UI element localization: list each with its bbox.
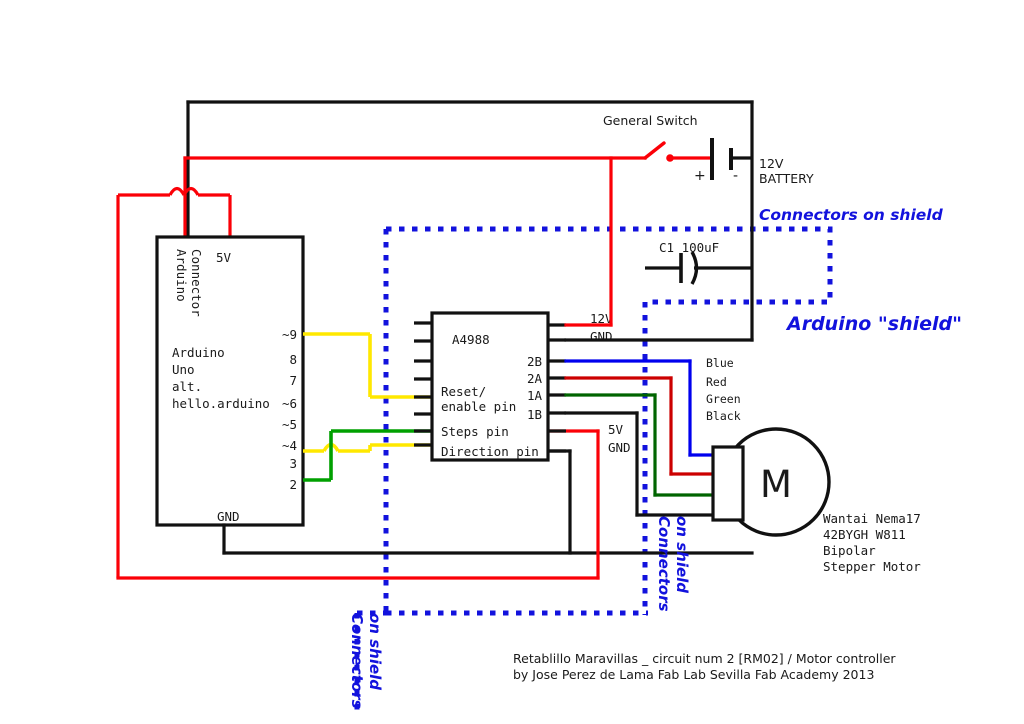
- a4988-pin-1a: 1A: [527, 388, 543, 403]
- arduino-pin-0: ~9: [282, 327, 297, 342]
- motor-description-line3: Stepper Motor: [823, 559, 921, 574]
- arduino-pin-4: ~5: [282, 417, 297, 432]
- arduino-connector-box: [155, 235, 305, 527]
- battery-negative-sign: -: [733, 168, 738, 184]
- arduino-connector-label-line2: Connector: [189, 249, 204, 317]
- arduino-pin-7: 2: [289, 477, 297, 492]
- arduino-board-name-0: Arduino: [172, 345, 225, 360]
- a4988-direction-label: Direction pin: [441, 444, 539, 459]
- general-switch-symbol[interactable]: [643, 141, 674, 162]
- a4988-right-pin-stubs: [548, 323, 566, 453]
- power-positive-wire-red: [183, 156, 714, 197]
- a4988-supply-gnd-label: GND: [590, 329, 613, 344]
- arduino-shield-title: Arduino "shield": [785, 313, 962, 335]
- motor-wire-black: [564, 411, 715, 517]
- a4988-logic-gnd-label: GND: [608, 440, 631, 455]
- motor-symbol-letter: M: [760, 463, 792, 506]
- arduino-board-name-2: alt.: [172, 379, 202, 394]
- battery-symbol: [710, 138, 752, 180]
- arduino-5v-label: 5V: [216, 250, 232, 265]
- driver-12v-feed-red: [564, 156, 613, 327]
- yellow-signal-wires: [303, 332, 432, 453]
- arduino-connector-label-line1: Arduino: [174, 249, 189, 302]
- motor-description-line0: Wantai Nema17: [823, 511, 921, 526]
- caption-line-1: Retablillo Maravillas _ circuit num 2 [R…: [513, 651, 896, 666]
- green-signal-wire: [303, 429, 432, 482]
- motor-description-line2: Bipolar: [823, 543, 876, 558]
- connectors-on-shield-left-line1: Connectors: [348, 613, 366, 709]
- arduino-pin-6: 3: [289, 456, 297, 471]
- power-ground-wire-black: [186, 100, 754, 342]
- shield-boundary-dotted: [354, 226, 833, 712]
- capacitor-c1-symbol: [645, 251, 752, 285]
- motor-wire-label-blue: Blue: [706, 356, 734, 370]
- a4988-left-pin-stubs: [414, 321, 432, 447]
- a4988-pin-2a: 2A: [527, 371, 543, 386]
- motor-wire-blue: [564, 359, 715, 457]
- a4988-pin-2b: 2B: [527, 354, 542, 369]
- a4988-chip-body: [430, 311, 550, 462]
- motor-description-line1: 42BYGH W811: [823, 527, 906, 542]
- a4988-steps-label: Steps pin: [441, 424, 509, 439]
- connectors-on-shield-right-line2: on shield: [673, 516, 691, 593]
- motor-wire-green: [564, 393, 715, 497]
- connectors-on-shield-right-line1: Connectors: [655, 516, 673, 612]
- arduino-gnd-wire: [222, 523, 754, 555]
- motor-wire-label-green: Green: [706, 392, 741, 406]
- caption-line-2: by Jose Perez de Lama Fab Lab Sevilla Fa…: [513, 667, 874, 682]
- a4988-logic-5v-label: 5V: [608, 422, 624, 437]
- a4988-reset-label-line1: Reset/: [441, 384, 486, 399]
- capacitor-c1-label: C1 100uF: [659, 240, 719, 255]
- general-switch-label: General Switch: [603, 113, 698, 128]
- a4988-supply-12v-label: 12V: [590, 311, 613, 326]
- a4988-chip-name: A4988: [452, 332, 490, 347]
- battery-positive-sign: +: [694, 168, 706, 184]
- arduino-board-name-1: Uno: [172, 362, 195, 377]
- arduino-gnd-label: GND: [217, 509, 240, 524]
- motor-wire-label-red: Red: [706, 375, 727, 389]
- red-wire-crossover-hops: [116, 186, 232, 578]
- a4988-reset-label-line2: enable pin: [441, 399, 516, 414]
- driver-gnd-wire-black: [546, 449, 572, 555]
- connectors-on-shield-top-label: Connectors on shield: [759, 206, 944, 224]
- arduino-pin-2: 7: [289, 373, 297, 388]
- arduino-pin-3: ~6: [282, 396, 297, 411]
- motor-connector-block: [711, 445, 745, 522]
- battery-label-line2: BATTERY: [759, 171, 814, 186]
- arduino-pin-1: 8: [289, 352, 297, 367]
- battery-label-line1: 12V: [759, 156, 784, 171]
- motor-wire-label-black: Black: [706, 409, 741, 423]
- connectors-on-shield-left-line2: on shield: [366, 613, 384, 690]
- motor-wire-red: [564, 376, 715, 476]
- arduino-pin-5: ~4: [282, 438, 297, 453]
- a4988-pin-1b: 1B: [527, 407, 542, 422]
- arduino-board-name-3: hello.arduino: [172, 396, 270, 411]
